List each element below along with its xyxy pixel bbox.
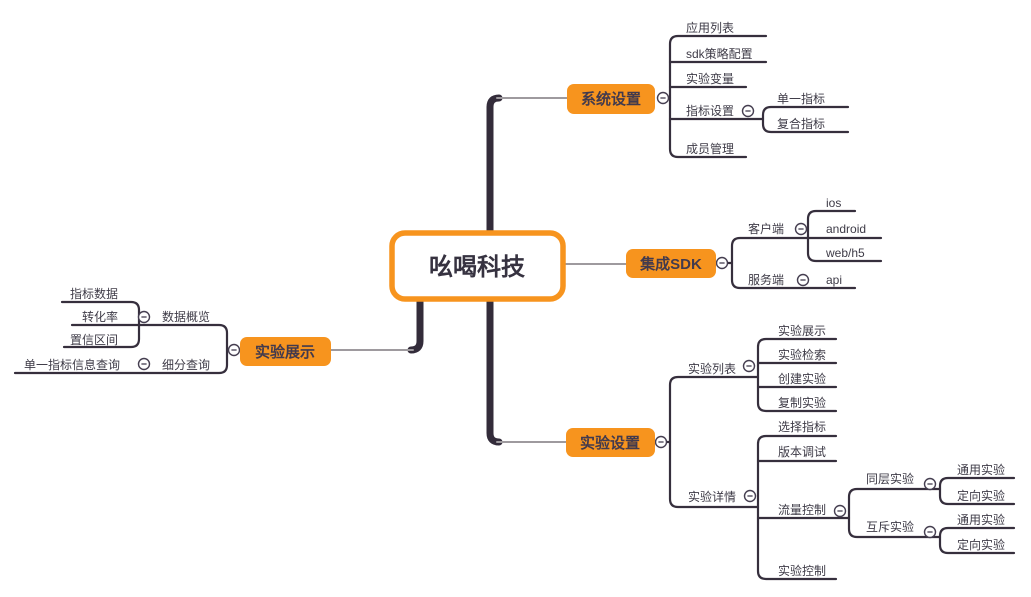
node-experiment-detail[interactable]: 实验详情 [688, 489, 736, 504]
topic-experiment-settings-label: 实验设置 [580, 434, 640, 452]
topic-experiment-display[interactable]: 实验展示 [240, 337, 331, 366]
node-confidence-interval[interactable]: 置信区间 [70, 333, 118, 347]
branch-mutex-children-bracket [938, 526, 1016, 555]
collapse-toggle-explist[interactable] [742, 359, 756, 373]
node-conversion-rate[interactable]: 转化率 [82, 309, 118, 324]
node-segment-query[interactable]: 细分查询 [162, 358, 210, 372]
topic-integrate-sdk[interactable]: 集成SDK [626, 249, 716, 278]
collapse-toggle-overview[interactable] [137, 310, 151, 324]
branch-overview-children-bracket [60, 300, 141, 349]
trunk-line-to-system-settings [486, 94, 503, 240]
node-composite-metric[interactable]: 复合指标 [777, 116, 825, 131]
topic-experiment-display-label: 实验展示 [255, 343, 315, 361]
branch-client-children-bracket [806, 209, 883, 263]
topic-experiment-settings[interactable]: 实验设置 [566, 428, 655, 457]
node-ios[interactable]: ios [826, 196, 841, 210]
branch-metric-children-bracket [761, 105, 850, 134]
node-app-list[interactable]: 应用列表 [686, 20, 734, 35]
node-metric-settings[interactable]: 指标设置 [686, 103, 734, 118]
node-web-h5[interactable]: web/h5 [825, 246, 865, 260]
trunk-line-to-experiment-display [407, 293, 424, 354]
node-experiment-search[interactable]: 实验检索 [778, 347, 826, 362]
node-single-metric[interactable]: 单一指标 [777, 91, 825, 106]
branch-sdk-bracket [730, 236, 857, 290]
topic-root[interactable]: 吆喝科技 [389, 230, 566, 302]
topic-system-settings-box [567, 84, 655, 114]
branch-samelayer-children-bracket [938, 476, 1016, 506]
node-mutex-general[interactable]: 通用实验 [957, 512, 1005, 527]
node-metric-data[interactable]: 指标数据 [70, 286, 118, 301]
node-experiment-control[interactable]: 实验控制 [778, 563, 826, 578]
branch-display-bracket [13, 323, 229, 375]
collapse-toggle-metric-set[interactable] [741, 104, 755, 118]
collapse-toggle-sdk[interactable] [715, 256, 729, 270]
node-client[interactable]: 客户端 [748, 221, 784, 236]
node-same-layer-experiment[interactable]: 同层实验 [866, 471, 914, 486]
collapse-toggle-segment[interactable] [137, 357, 151, 371]
topic-system-settings-label: 系统设置 [581, 90, 641, 108]
node-flow-control[interactable]: 流量控制 [778, 503, 826, 517]
branch-flow-children-bracket [847, 487, 942, 539]
topic-experiment-display-box [240, 337, 331, 366]
collapse-toggle-server[interactable] [796, 273, 810, 287]
node-same-layer-targeted[interactable]: 定向实验 [957, 488, 1005, 503]
branch-expdetail-children-bracket [756, 434, 838, 581]
collapse-toggle-experiment-display[interactable] [227, 343, 241, 357]
node-same-layer-general[interactable]: 通用实验 [957, 462, 1005, 477]
node-mutex-targeted[interactable]: 定向实验 [957, 537, 1005, 552]
node-experiment-show[interactable]: 实验展示 [778, 323, 826, 338]
collapse-toggle-expdetail[interactable] [743, 489, 757, 503]
collapse-toggle-system-settings[interactable] [656, 91, 670, 105]
collapse-toggle-client[interactable] [794, 222, 808, 236]
node-member-management[interactable]: 成员管理 [686, 141, 734, 156]
node-sdk-strategy-config[interactable]: sdk策略配置 [686, 46, 753, 61]
branch-explist-children-bracket [756, 337, 838, 413]
node-android[interactable]: android [826, 222, 866, 236]
branch-expset-bracket [668, 375, 760, 509]
node-api[interactable]: api [826, 273, 842, 287]
node-server[interactable]: 服务端 [748, 272, 784, 287]
trunk-line-to-experiment-settings [486, 293, 503, 446]
node-experiment-list[interactable]: 实验列表 [688, 361, 736, 376]
node-copy-experiment[interactable]: 复制实验 [778, 395, 826, 410]
node-experiment-variable[interactable]: 实验变量 [686, 71, 734, 86]
node-version-debug[interactable]: 版本调试 [778, 444, 826, 459]
node-create-experiment[interactable]: 创建实验 [778, 371, 826, 386]
collapse-toggle-mutex[interactable] [923, 525, 937, 539]
collapse-toggle-experiment-settings[interactable] [654, 435, 668, 449]
branch-system-bracket [668, 34, 768, 159]
topic-root-label: 吆喝科技 [429, 253, 526, 281]
topic-system-settings[interactable]: 系统设置 [567, 84, 655, 114]
topic-integrate-sdk-label: 集成SDK [639, 255, 702, 273]
collapse-toggle-flowctrl[interactable] [833, 504, 847, 518]
node-single-metric-info-query[interactable]: 单一指标信息查询 [24, 357, 120, 372]
collapse-toggle-samelayer[interactable] [923, 477, 937, 491]
node-select-metric[interactable]: 选择指标 [778, 419, 826, 434]
topic-integrate-sdk-box [626, 249, 716, 278]
node-data-overview[interactable]: 数据概览 [162, 309, 210, 324]
topic-root-box [389, 230, 566, 302]
topic-experiment-settings-box [566, 428, 655, 457]
node-mutex-experiment[interactable]: 互斥实验 [866, 519, 914, 534]
